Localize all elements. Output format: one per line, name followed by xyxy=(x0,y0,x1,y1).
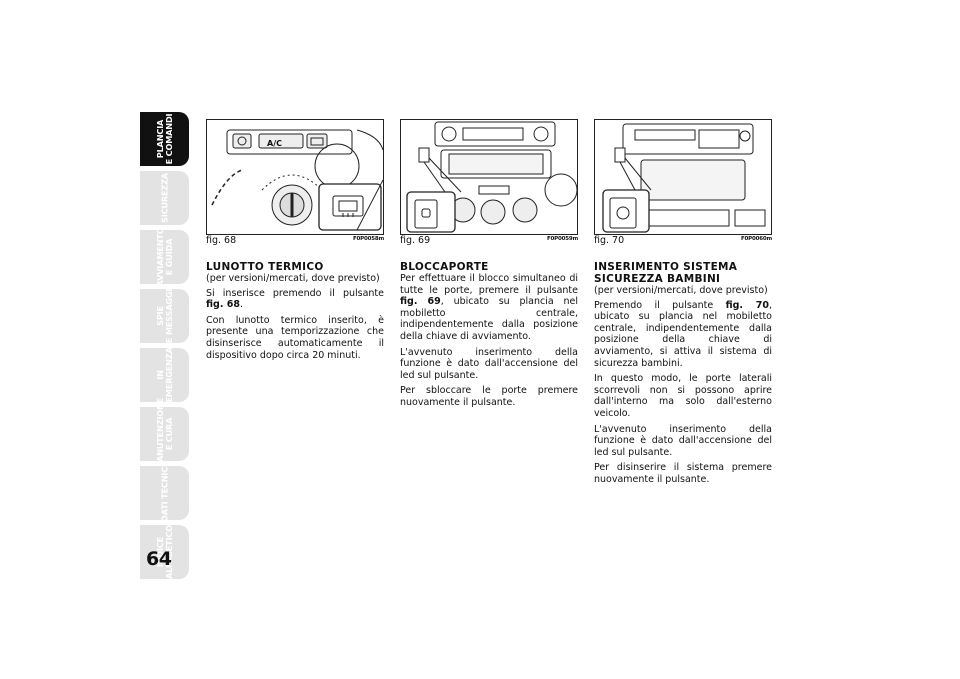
paragraph: Per sbloccare le porte premere nuovament… xyxy=(400,385,578,408)
text: Premendo il pulsante xyxy=(594,299,726,311)
paragraph: Si inserisce premendo il pulsante fig. 6… xyxy=(206,288,384,311)
figure-ref-69[interactable]: fig. 69 xyxy=(400,296,441,308)
page-number: 64 xyxy=(146,548,172,570)
section-bloccaporte: BLOCCAPORTE Per effettuare il blocco sim… xyxy=(400,261,578,409)
tab-label: E COMANDI xyxy=(163,113,174,165)
text: , ubicato su plancia nel mobiletto centr… xyxy=(594,299,772,369)
figure-69-caption: fig. 69 F0P0059m xyxy=(400,235,578,246)
paragraph: In questo modo, le porte laterali scorre… xyxy=(594,373,772,419)
tab-label: SPIE xyxy=(154,306,165,326)
climate-panel-drawing: A/C xyxy=(207,120,383,234)
figure-label: fig. 70 xyxy=(594,235,625,246)
tab-label: MANUTENZIONE xyxy=(154,397,165,471)
figure-code: F0P0059m xyxy=(546,236,578,242)
section-subtitle: (per versioni/mercati, dove previsto) xyxy=(594,285,768,296)
section-title: BLOCCAPORTE xyxy=(400,261,489,273)
figure-code: F0P0060m xyxy=(740,236,772,242)
figure-ref-70[interactable]: fig. 70 xyxy=(725,299,769,311)
figure-label: fig. 69 xyxy=(400,235,431,246)
figure-69-door-lock xyxy=(400,119,578,235)
paragraph: L'avvenuto inserimento della funzione è … xyxy=(400,346,578,381)
paragraph: Per disinserire il sistema premere nuova… xyxy=(594,462,772,485)
tab-label: DATI TECNICI xyxy=(159,464,169,522)
paragraph: Premendo il pulsante fig. 70, ubicato su… xyxy=(594,300,772,370)
figure-label: fig. 68 xyxy=(206,235,237,246)
ac-label: A/C xyxy=(267,139,282,148)
text: , ubicato su plancia nel mobiletto centr… xyxy=(400,296,578,342)
section-lunotto-termico: LUNOTTO TERMICO (per versioni/mercati, d… xyxy=(206,261,384,361)
tab-label: E MESSAGGI xyxy=(163,288,174,344)
tab-dati-tecnici[interactable]: DATI TECNICI xyxy=(140,464,189,522)
tab-label: E CURA xyxy=(163,417,174,451)
text: Per effettuare il blocco simultaneo di t… xyxy=(400,273,578,296)
tab-label: AVVIAMENTO xyxy=(154,227,165,287)
figure-ref-68[interactable]: fig. 68 xyxy=(206,299,240,311)
figure-68-caption: fig. 68 F0P0058m xyxy=(206,235,384,246)
figure-code: F0P0058m xyxy=(352,236,384,242)
paragraph: Con lunotto termico inserito, è presente… xyxy=(206,314,384,361)
figure-70-caption: fig. 70 F0P0060m xyxy=(594,235,772,246)
paragraph: Per effettuare il blocco simultaneo di t… xyxy=(400,273,578,343)
tab-label: EMERGENZA xyxy=(163,347,174,403)
title-line: SICUREZZA BAMBINI xyxy=(594,273,721,285)
tab-label: IN xyxy=(154,370,165,380)
tab-sicurezza[interactable]: SICUREZZA xyxy=(140,171,189,225)
title-line: INSERIMENTO SISTEMA xyxy=(594,261,738,273)
text: . xyxy=(239,299,244,311)
tab-label: SICUREZZA xyxy=(159,173,169,223)
figure-68-rear-defroster: A/C xyxy=(206,119,384,235)
tab-label: PLANCIA xyxy=(154,119,165,159)
console-drawing xyxy=(595,120,771,234)
figure-70-child-safety xyxy=(594,119,772,235)
console-drawing xyxy=(401,120,577,234)
text: Si inserisce premendo il pulsante xyxy=(206,287,384,299)
section-title: LUNOTTO TERMICO xyxy=(206,261,324,273)
section-subtitle: (per versioni/mercati, dove previsto) xyxy=(206,273,380,284)
paragraph: L'avvenuto inserimento della funzione è … xyxy=(594,423,772,458)
tab-label: E GUIDA xyxy=(163,238,174,276)
